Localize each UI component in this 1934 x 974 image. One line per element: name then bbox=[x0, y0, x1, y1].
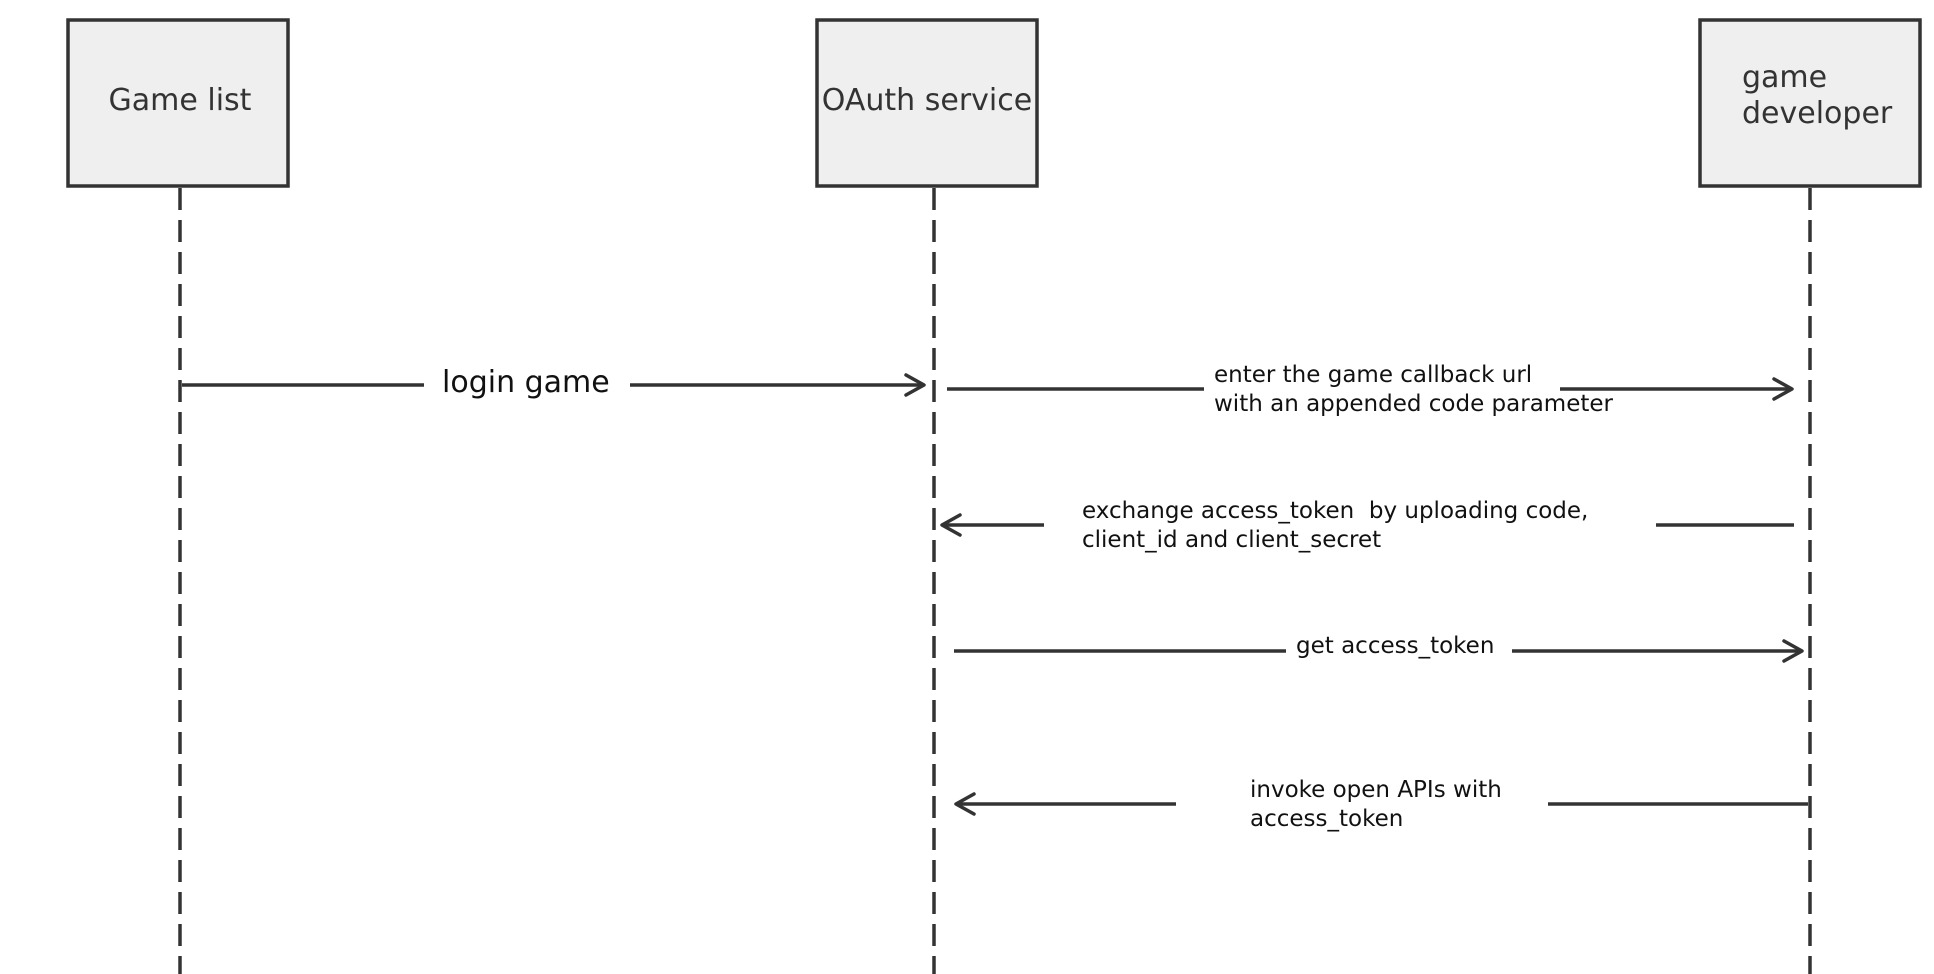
message-label-callback-line1: enter the game callback url bbox=[1214, 362, 1532, 388]
message-label-exchange-line2: client_id and client_secret bbox=[1082, 527, 1381, 553]
message-label-exchange-line1: exchange access_token by uploading code, bbox=[1082, 498, 1588, 524]
participant-label-game-list: Game list bbox=[109, 83, 252, 118]
arrow-head-get-token bbox=[1782, 639, 1804, 663]
participant-game-developer: game developer bbox=[1698, 18, 1922, 188]
arrow-head-exchange bbox=[940, 513, 962, 537]
message-label-invoke-line2: access_token bbox=[1250, 806, 1403, 832]
participant-game-list: Game list bbox=[66, 18, 290, 188]
participant-label-oauth-service: OAuth service bbox=[822, 83, 1032, 118]
arrow-head-callback bbox=[1772, 377, 1794, 401]
message-callback: enter the game callback url with an appe… bbox=[947, 362, 1794, 417]
message-get-token: get access_token bbox=[954, 633, 1804, 663]
participant-box-oauth-service bbox=[815, 18, 1039, 188]
message-label-login-game: login game bbox=[442, 365, 610, 400]
participant-box-game-list bbox=[66, 18, 290, 188]
message-exchange-token: exchange access_token by uploading code,… bbox=[940, 498, 1794, 553]
message-label-invoke-line1: invoke open APIs with bbox=[1250, 777, 1502, 803]
participant-oauth-service: OAuth service bbox=[815, 18, 1039, 188]
message-label-get-token: get access_token bbox=[1296, 633, 1494, 659]
participant-label-game-developer-line2: developer bbox=[1742, 96, 1893, 131]
message-label-callback-line2: with an appended code parameter bbox=[1214, 391, 1614, 417]
participant-box-game-developer bbox=[1698, 18, 1922, 188]
message-login-game: login game bbox=[182, 365, 926, 400]
arrow-head-invoke bbox=[954, 792, 976, 816]
message-invoke-apis: invoke open APIs with access_token bbox=[954, 777, 1808, 832]
arrow-head-login-game bbox=[904, 373, 926, 397]
participant-label-game-developer-line1: game bbox=[1742, 60, 1827, 95]
